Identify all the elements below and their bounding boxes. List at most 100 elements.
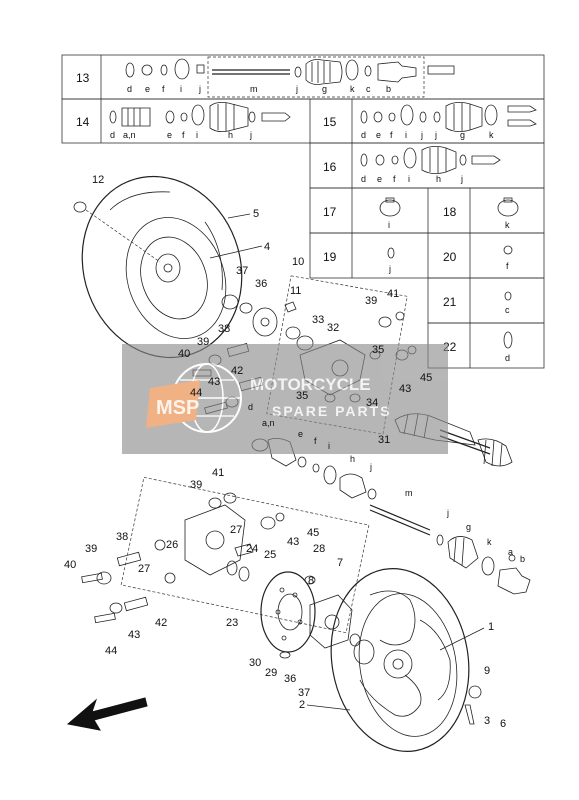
svg-text:k: k [505, 220, 510, 230]
table-row-13-label: 13 [76, 71, 90, 85]
svg-text:j: j [420, 130, 423, 140]
callout-2: 2 [299, 699, 305, 711]
svg-text:j: j [295, 84, 298, 94]
callout-39-upper-right: 39 [365, 295, 377, 307]
callout-43-upper: 43 [208, 376, 220, 388]
callout-1: 1 [488, 621, 494, 633]
callout-24: 24 [246, 543, 258, 555]
table-row-18-label: 18 [443, 205, 457, 219]
watermark-line-1: MOTORCYCLE [250, 375, 371, 394]
svg-text:b: b [386, 84, 391, 94]
svg-text:e: e [167, 130, 172, 140]
svg-text:d: d [127, 84, 132, 94]
callout-39-upper-left: 39 [197, 336, 209, 348]
kit-21-sketch: c [504, 291, 512, 315]
letter-k: k [487, 537, 492, 547]
callout-42-lower: 42 [155, 617, 167, 629]
svg-text:h: h [436, 174, 441, 184]
svg-text:e: e [377, 174, 382, 184]
lower-knuckle-parts [81, 492, 285, 624]
callout-44-upper: 44 [190, 387, 202, 399]
callout-36-upper: 36 [255, 278, 267, 290]
svg-text:f: f [393, 174, 396, 184]
callout-10: 10 [292, 256, 304, 268]
callout-37-upper: 37 [236, 265, 248, 277]
callout-labels: 12 5 4 10 37 11 36 39 41 33 32 38 39 40 … [64, 174, 525, 730]
letter-a-n-upper: a,n [262, 418, 275, 428]
svg-text:c: c [366, 84, 371, 94]
callout-41-upper: 41 [387, 288, 399, 300]
callout-27-upper: 27 [230, 524, 242, 536]
watermark-logo-badge [146, 380, 200, 428]
table-row-14-label: 14 [76, 115, 90, 129]
lower-wheel-assembly [330, 568, 482, 752]
kit-22-sketch: d [503, 331, 513, 363]
callout-26: 26 [166, 539, 178, 551]
svg-text:f: f [162, 84, 165, 94]
letter-f-upper: f [314, 436, 317, 446]
callout-35-upper: 35 [372, 344, 384, 356]
svg-text:j: j [434, 130, 437, 140]
svg-text:c: c [505, 305, 510, 315]
callout-28: 28 [313, 543, 325, 555]
brake-disc-and-hub [260, 571, 375, 665]
svg-text:i: i [196, 130, 198, 140]
callout-35-lower: 35 [296, 390, 308, 402]
letter-h-upper: h [350, 454, 355, 464]
svg-text:f: f [506, 261, 509, 271]
callout-41-lower: 41 [212, 467, 224, 479]
callout-8: 8 [308, 575, 314, 587]
kit-13-sketch: d e f i j m j g k c b [125, 56, 455, 98]
table-row-15-label: 15 [323, 115, 337, 129]
callout-38-upper: 38 [218, 323, 230, 335]
callout-40-lower: 40 [64, 559, 76, 571]
svg-text:g: g [322, 84, 327, 94]
callout-45-upper: 45 [420, 372, 432, 384]
svg-text:d: d [361, 130, 366, 140]
callout-39-lower-top: 39 [190, 479, 202, 491]
svg-text:f: f [390, 130, 393, 140]
callout-42-upper: 42 [231, 365, 243, 377]
callout-44-lower: 44 [105, 645, 117, 657]
callout-32: 32 [327, 322, 339, 334]
table-row-20-label: 20 [443, 250, 457, 264]
callout-23: 23 [226, 617, 238, 629]
svg-text:e: e [376, 130, 381, 140]
callout-27-lower: 27 [138, 563, 150, 575]
callout-45-lower: 45 [307, 527, 319, 539]
watermark-logo-text: MSP [156, 397, 199, 419]
callout-31: 31 [378, 434, 390, 446]
lower-axle-shaft [120, 476, 531, 634]
kit-19-sketch: j [387, 247, 395, 274]
svg-text:j: j [460, 174, 463, 184]
callout-36-lower: 36 [284, 673, 296, 685]
callout-5: 5 [253, 208, 259, 220]
svg-text:i: i [408, 174, 410, 184]
callout-9: 9 [484, 665, 490, 677]
letter-b: b [520, 554, 525, 564]
callout-38-lower: 38 [116, 531, 128, 543]
front-direction-arrow-icon [66, 697, 148, 731]
kit-14-sketch: d a,n e f i h j [109, 102, 291, 140]
svg-text:i: i [388, 220, 390, 230]
kit-15-sketch: d e f i j j g k [360, 102, 537, 140]
callout-29: 29 [265, 667, 277, 679]
callout-6: 6 [500, 718, 506, 730]
callout-34: 34 [366, 397, 378, 409]
svg-text:d: d [110, 130, 115, 140]
watermark: MSP MOTORCYCLE SPARE PARTS [122, 344, 448, 454]
svg-text:k: k [350, 84, 355, 94]
callout-4: 4 [264, 241, 270, 253]
letter-a: a [508, 547, 513, 557]
svg-text:d: d [361, 174, 366, 184]
svg-text:d: d [505, 353, 510, 363]
callout-40-upper: 40 [178, 348, 190, 360]
letter-e-upper: e [298, 429, 303, 439]
callout-12: 12 [92, 174, 104, 186]
svg-text:j: j [388, 264, 391, 274]
kit-20-sketch: f [503, 245, 513, 271]
svg-text:g: g [460, 130, 465, 140]
svg-text:j: j [249, 130, 252, 140]
callout-25: 25 [264, 549, 276, 561]
letter-j-upper: j [369, 462, 372, 472]
